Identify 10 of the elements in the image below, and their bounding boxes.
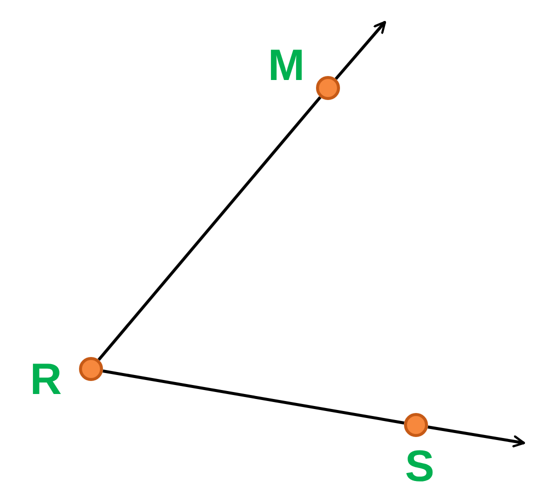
point-label: R — [30, 358, 62, 402]
line-segment — [102, 370, 404, 424]
ray-arrow — [428, 426, 526, 448]
point-dot — [404, 413, 428, 437]
point-label: S — [405, 445, 434, 489]
ray-arrow — [334, 20, 386, 80]
line-segment — [98, 96, 322, 361]
point-dot — [79, 357, 103, 381]
point-label: M — [268, 44, 305, 88]
point-dot — [316, 76, 340, 100]
